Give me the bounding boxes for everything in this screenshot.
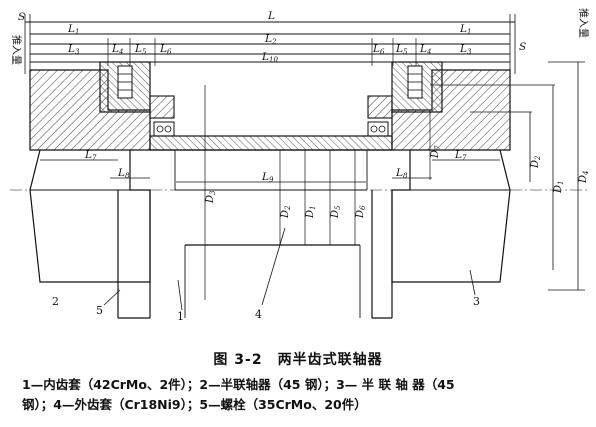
svg-text:4: 4 [582, 171, 590, 176]
part-number-2: 2 [52, 295, 59, 308]
svg-text:10: 10 [269, 56, 278, 64]
svg-text:D: D [305, 210, 316, 219]
svg-text:7: 7 [462, 154, 467, 162]
svg-text:1: 1 [75, 28, 79, 36]
svg-text:L: L [117, 167, 125, 179]
coupling-drawing: 推入量 推入量 S S L L1 L1 L2 L3 L3 L4 L4 L5 L5… [10, 8, 590, 323]
label-D4: D4 [578, 171, 590, 184]
label-S-right: S [519, 41, 526, 53]
svg-text:5: 5 [142, 48, 147, 56]
svg-text:L: L [459, 43, 467, 55]
label-D7: D7 [430, 145, 442, 159]
svg-text:D: D [330, 210, 341, 219]
svg-text:L: L [454, 149, 462, 161]
svg-text:8: 8 [403, 172, 408, 180]
svg-text:L: L [84, 149, 92, 161]
svg-text:3: 3 [75, 48, 80, 56]
svg-text:7: 7 [92, 154, 97, 162]
push-amount-label-left: 推入量 [10, 35, 23, 65]
svg-text:L: L [261, 51, 269, 63]
svg-text:L: L [261, 171, 269, 183]
center-sleeve [149, 135, 393, 151]
part-number-1: 1 [177, 310, 184, 323]
svg-text:D: D [205, 195, 216, 204]
svg-text:D: D [280, 210, 291, 219]
label-D1-inner: D1 [305, 206, 317, 219]
svg-text:3: 3 [467, 48, 472, 56]
legend-line-1: 1—内齿套（42CrMo、2件）；2—半联轴器（45 钢）；3— 半 联 轴 器… [22, 377, 455, 392]
svg-text:9: 9 [269, 176, 274, 184]
label-D5: D5 [330, 205, 342, 219]
svg-text:6: 6 [380, 48, 385, 56]
svg-text:2: 2 [284, 205, 292, 211]
svg-text:D: D [530, 160, 541, 169]
svg-text:1: 1 [467, 28, 471, 36]
svg-text:5: 5 [334, 205, 342, 210]
svg-text:L: L [134, 43, 142, 55]
svg-text:L: L [372, 43, 380, 55]
svg-text:2: 2 [271, 38, 277, 46]
label-D1: D1 [553, 181, 565, 194]
legend-line-2: 钢）；4—外齿套（Cr18Ni9）；5—螺栓（35CrMo、20件） [22, 397, 367, 412]
label-D2: D2 [530, 155, 542, 169]
svg-text:L: L [67, 23, 75, 35]
label-D6: D6 [355, 205, 367, 219]
svg-text:8: 8 [125, 172, 130, 180]
svg-text:1: 1 [309, 206, 317, 210]
svg-text:6: 6 [167, 48, 172, 56]
svg-text:D: D [578, 175, 589, 184]
part-number-3: 3 [473, 295, 480, 308]
svg-text:3: 3 [209, 190, 217, 195]
figure-caption: 图 3-2 两半齿式联轴器 [213, 352, 383, 368]
label-D2-inner: D2 [280, 205, 292, 219]
svg-text:D: D [355, 210, 366, 219]
svg-text:5: 5 [403, 48, 408, 56]
svg-text:D: D [430, 150, 441, 159]
svg-text:4: 4 [426, 48, 431, 56]
svg-text:L: L [111, 43, 119, 55]
part-number-4: 4 [255, 308, 262, 321]
svg-text:1: 1 [557, 181, 565, 185]
label-S-left: S [18, 11, 25, 23]
svg-text:L: L [459, 23, 467, 35]
svg-text:L: L [419, 43, 427, 55]
svg-text:6: 6 [359, 205, 367, 210]
svg-text:L: L [264, 33, 272, 45]
svg-text:D: D [553, 185, 564, 194]
svg-text:L: L [159, 43, 167, 55]
svg-text:7: 7 [434, 145, 442, 150]
svg-text:4: 4 [118, 48, 123, 56]
push-amount-label-right: 推入量 [577, 8, 590, 38]
svg-text:L: L [395, 43, 403, 55]
svg-text:L: L [67, 43, 75, 55]
label-D3: D3 [205, 190, 217, 204]
svg-text:L: L [395, 167, 403, 179]
svg-text:2: 2 [534, 155, 542, 161]
label-L: L [267, 10, 275, 22]
figure-legend: 1—内齿套（42CrMo、2件）；2—半联轴器（45 钢）；3— 半 联 轴 器… [22, 375, 582, 415]
part-number-5: 5 [96, 304, 103, 317]
